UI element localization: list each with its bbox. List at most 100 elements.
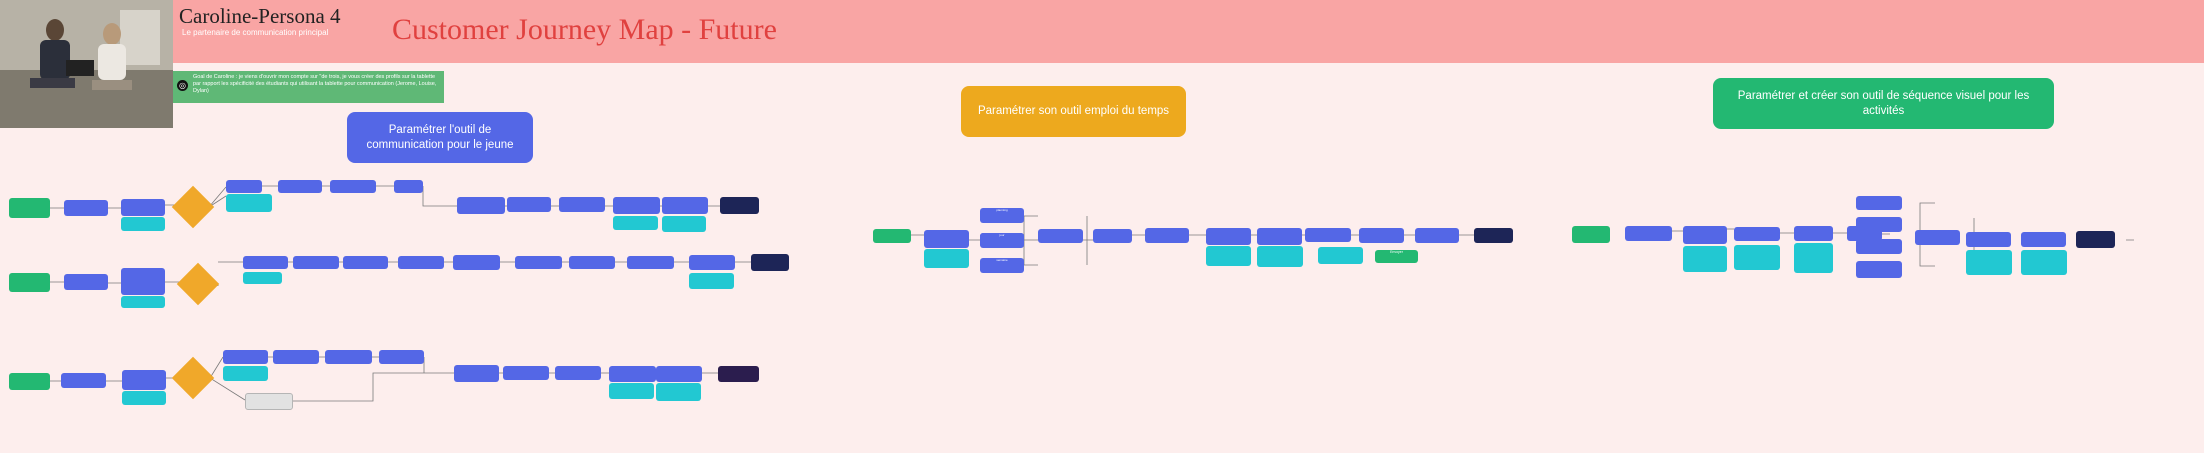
flow-step[interactable] [1734, 227, 1780, 241]
note-card[interactable] [662, 216, 706, 232]
flow-step[interactable] [609, 366, 656, 382]
flow-step[interactable] [325, 350, 372, 364]
flow-step[interactable] [613, 197, 660, 214]
flow-step[interactable] [1305, 228, 1351, 242]
end-node[interactable] [751, 254, 789, 271]
end-node[interactable] [2076, 231, 2115, 248]
flow-step[interactable] [656, 366, 702, 382]
flow-step[interactable] [559, 197, 605, 212]
start-node[interactable] [873, 229, 911, 243]
note-card[interactable] [689, 273, 734, 289]
start-node[interactable] [1572, 226, 1610, 243]
schedule-option-semaine[interactable]: semaine [980, 258, 1024, 273]
note-card[interactable] [656, 383, 701, 401]
flow-step[interactable] [507, 197, 551, 212]
placeholder-node[interactable] [245, 393, 293, 410]
flow-step[interactable] [1856, 261, 1902, 278]
section-header-communication[interactable]: Paramétrer l'outil de communication pour… [347, 112, 533, 163]
flow-step[interactable] [379, 350, 424, 364]
start-node[interactable] [9, 273, 50, 292]
flow-step[interactable] [64, 274, 108, 290]
flow-step[interactable] [61, 373, 106, 388]
note-card[interactable] [924, 249, 969, 268]
flow-step[interactable] [394, 180, 423, 193]
flow-step[interactable] [273, 350, 319, 364]
flow-step[interactable] [398, 256, 444, 269]
section-title: Paramétrer et créer son outil de séquenc… [1737, 89, 2030, 117]
flow-step[interactable] [457, 197, 505, 214]
flow-step[interactable] [1257, 228, 1302, 245]
flow-step[interactable] [1856, 196, 1902, 210]
note-card[interactable] [1683, 246, 1727, 272]
flow-step[interactable] [689, 255, 735, 270]
schedule-option-planning[interactable]: planning [980, 208, 1024, 223]
note-card[interactable] [1734, 245, 1780, 270]
start-node[interactable] [9, 198, 50, 218]
section-title: Paramétrer l'outil de communication pour… [366, 123, 514, 151]
note-card[interactable] [121, 217, 165, 231]
note-card[interactable] [122, 391, 166, 405]
section-header-sequence[interactable]: Paramétrer et créer son outil de séquenc… [1713, 78, 2054, 129]
flow-step[interactable] [226, 180, 262, 193]
flow-step[interactable] [569, 256, 615, 269]
note-card[interactable] [121, 296, 165, 308]
flow-step[interactable] [1359, 228, 1404, 243]
flow-step[interactable] [662, 197, 708, 214]
end-node[interactable] [720, 197, 759, 214]
flow-step[interactable] [121, 268, 165, 295]
note-card[interactable] [226, 194, 272, 212]
persona-photo [0, 0, 173, 128]
flow-step[interactable] [924, 230, 969, 248]
flow-step[interactable] [627, 256, 674, 269]
flow-step[interactable] [1856, 217, 1902, 232]
flow-step[interactable] [1856, 239, 1902, 254]
option-label: planning [996, 208, 1008, 212]
flow-step[interactable] [1038, 229, 1083, 243]
note-card[interactable] [609, 383, 654, 399]
flow-step[interactable] [1206, 228, 1251, 245]
note-card[interactable] [2021, 250, 2067, 275]
flow-step[interactable] [330, 180, 376, 193]
flow-step[interactable] [343, 256, 388, 269]
flow-step[interactable] [1625, 226, 1672, 241]
flow-step[interactable] [1966, 232, 2011, 247]
flow-step[interactable] [1915, 230, 1960, 245]
flow-step[interactable] [2021, 232, 2066, 247]
flow-step[interactable] [1145, 228, 1189, 243]
end-node[interactable] [1474, 228, 1513, 243]
flow-step[interactable] [223, 350, 268, 364]
flow-step[interactable] [121, 199, 165, 216]
note-card[interactable] [243, 272, 282, 284]
section-header-schedule[interactable]: Paramétrer son outil emploi du temps [961, 86, 1186, 137]
note-card[interactable] [1794, 243, 1833, 273]
flow-step[interactable] [122, 370, 166, 390]
note-card[interactable] [1206, 246, 1251, 266]
flow-step[interactable] [243, 256, 288, 269]
persona-title: Caroline-Persona 4 [179, 4, 341, 28]
flow-step[interactable] [1794, 226, 1833, 241]
note-card[interactable] [1257, 246, 1303, 267]
note-card[interactable] [613, 216, 658, 230]
flow-step[interactable] [1683, 226, 1727, 244]
send-button[interactable]: Envoyer [1375, 250, 1418, 263]
schedule-option-jour[interactable]: jour [980, 233, 1024, 248]
flow-step[interactable] [515, 256, 562, 269]
start-node[interactable] [9, 373, 50, 390]
end-node[interactable] [718, 366, 759, 382]
flow-step[interactable] [278, 180, 322, 193]
flow-step[interactable] [454, 365, 499, 382]
note-card[interactable] [1966, 250, 2012, 275]
flow-step[interactable] [1093, 229, 1132, 243]
note-card[interactable] [1318, 247, 1363, 264]
goal-card: ◎ Goal de Caroline : je viens d'ouvrir m… [173, 71, 444, 103]
flow-step[interactable] [503, 366, 549, 380]
flow-step[interactable] [453, 255, 500, 270]
option-label: semaine [996, 258, 1008, 262]
flow-step[interactable] [555, 366, 601, 380]
flow-step[interactable] [64, 200, 108, 216]
flow-step[interactable] [293, 256, 339, 269]
flow-step[interactable] [1415, 228, 1459, 243]
target-icon: ◎ [177, 80, 188, 91]
note-card[interactable] [223, 366, 268, 381]
